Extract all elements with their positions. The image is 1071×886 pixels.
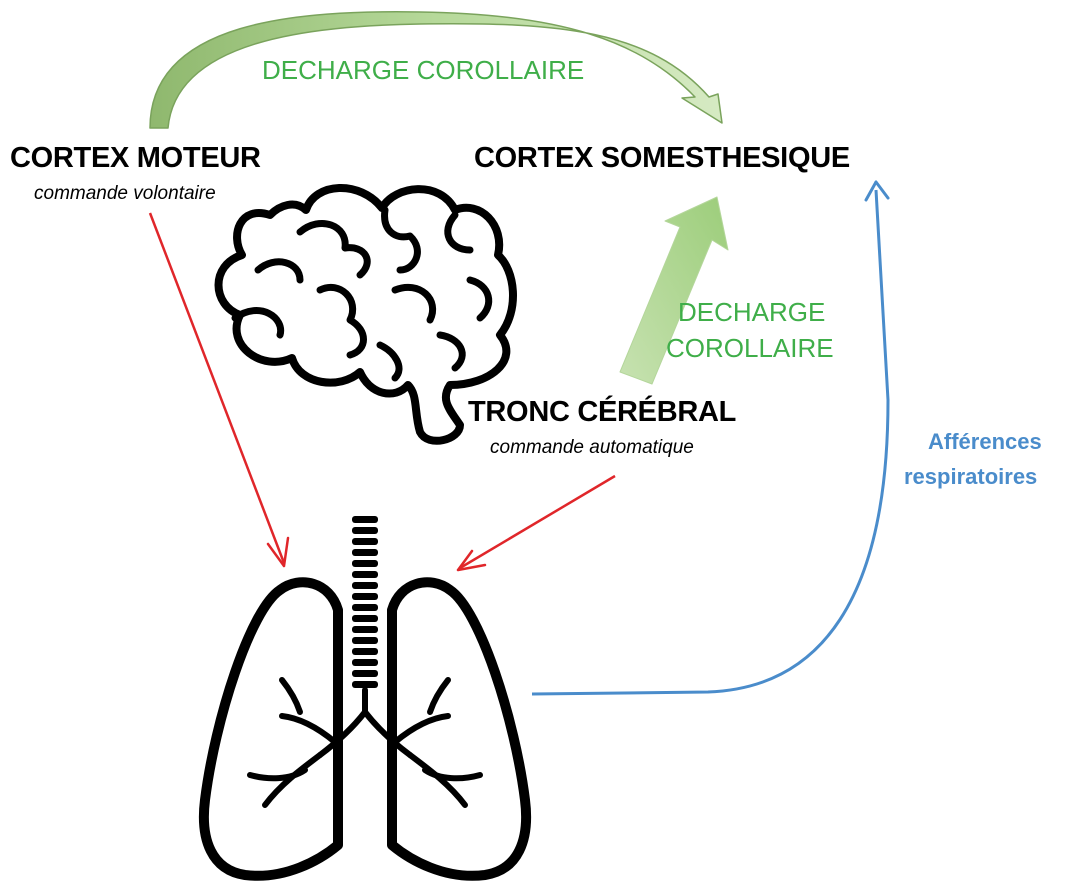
afferences-label-line2: respiratoires [904,461,1037,493]
cortex-moteur-subtitle: commande volontaire [34,183,216,205]
cortex-somesthesique-title: CORTEX SOMESTHESIQUE [474,142,850,175]
tronc-cerebral-title: TRONC CÉRÉBRAL [468,396,736,429]
cortex-moteur-title: CORTEX MOTEUR [10,142,261,175]
decharge-top-label: DECHARGE COROLLAIRE [262,55,584,86]
afferences-label-line1: Afférences [928,426,1042,458]
lungs-icon [204,516,526,876]
red-arrow-tronc [458,476,615,570]
decharge-right-label-line1: DECHARGE [678,297,825,328]
decharge-right-label-line2: COROLLAIRE [666,333,834,364]
tronc-cerebral-subtitle: commande automatique [490,437,694,459]
